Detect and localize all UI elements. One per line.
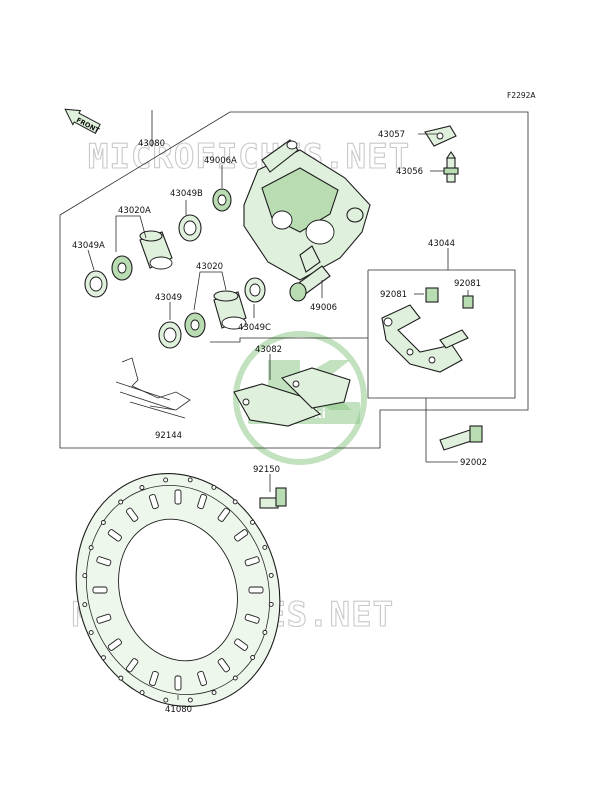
disc-slot: [197, 670, 208, 686]
label-92144: 92144: [155, 431, 182, 441]
piston-43020a: [139, 230, 173, 270]
disc-slot: [197, 494, 208, 510]
brake-disc-41080: [75, 473, 281, 707]
disc-slot: [148, 494, 159, 510]
disc-slot: [174, 675, 182, 691]
caliper-bracket-43044: [381, 304, 469, 373]
disc-slot: [217, 658, 231, 673]
seal-43049b: [178, 214, 202, 242]
label-43056: 43056: [396, 167, 423, 177]
leader-lines: [87, 110, 469, 700]
disc-slot: [92, 586, 108, 594]
disc-slots: [82, 477, 274, 703]
label-92150: 92150: [253, 465, 280, 475]
assembly-outline: [59, 111, 529, 449]
seal-43049a: [84, 270, 108, 298]
disc-hole: [163, 697, 169, 703]
disc-hole: [88, 545, 94, 551]
part-labels: 43080 49006A 43049B 43020A 43049A 43020 …: [72, 130, 487, 715]
bleeder-valve-43056: [443, 151, 459, 183]
disc-slot: [174, 489, 182, 505]
disc-slot: [125, 658, 139, 673]
pin-49006: [289, 265, 331, 302]
disc-hole: [101, 655, 106, 661]
disc-hole: [250, 655, 256, 660]
label-43020: 43020: [196, 262, 223, 272]
disc-hole: [262, 544, 268, 550]
disc-hole: [262, 629, 268, 635]
label-43044: 43044: [428, 239, 455, 249]
label-43049a: 43049A: [72, 241, 105, 251]
pad-outline: [210, 337, 368, 343]
label-92081-b: 92081: [454, 279, 481, 289]
disc-hole: [268, 601, 274, 607]
disc-slot: [248, 586, 264, 594]
disc-slot: [107, 529, 122, 542]
bolt-92150: [259, 487, 287, 509]
disc-hole: [88, 630, 94, 636]
disc-slot: [96, 556, 112, 567]
bracket-outline: [367, 269, 516, 399]
disc-hole: [118, 675, 124, 681]
label-92081-a: 92081: [380, 290, 407, 300]
label-92002: 92002: [460, 458, 487, 468]
label-43049b: 43049B: [170, 189, 203, 199]
disc-slot: [107, 638, 122, 651]
disc-slot: [148, 670, 159, 686]
disc-slot: [234, 638, 249, 651]
bleeder-cap-43057: [424, 125, 457, 147]
seal-43049: [158, 321, 182, 349]
disc-hole: [211, 484, 217, 490]
insulator-b: [184, 312, 206, 338]
disc-hole: [163, 477, 169, 483]
disc-hole: [187, 477, 193, 483]
label-43057: 43057: [378, 130, 405, 140]
caliper-body: [243, 139, 371, 281]
disc-slot: [96, 613, 112, 624]
label-43049c: 43049C: [238, 323, 271, 333]
disc-slot: [234, 529, 249, 542]
disc-hole: [250, 519, 255, 525]
insulator-a: [111, 255, 133, 281]
reference-code: F2292A: [507, 91, 536, 100]
disc-hole: [232, 499, 238, 505]
pad-spring-92081-a: [425, 287, 439, 303]
pad-spring-92081-b: [462, 295, 474, 309]
seal-43049c: [244, 277, 266, 303]
disc-hole: [211, 690, 217, 695]
label-43020a: 43020A: [118, 206, 151, 216]
bolt-92002: [439, 425, 483, 451]
brake-pads-43082: [233, 367, 351, 427]
disc-hole: [139, 485, 145, 490]
disc-slot: [125, 507, 139, 522]
disc-hole: [187, 697, 193, 703]
disc-hole: [232, 675, 238, 681]
label-43080: 43080: [138, 139, 165, 149]
disc-slot: [244, 556, 260, 567]
disc-hole: [82, 602, 88, 608]
disc-hole: [100, 520, 106, 525]
disc-slot: [217, 507, 231, 522]
piston-43020: [213, 290, 247, 330]
disc-hole: [139, 690, 145, 696]
label-43082: 43082: [255, 345, 282, 355]
label-41080: 41080: [165, 705, 192, 715]
watermark-top: MICROFICHES.NET: [88, 137, 410, 177]
disc-hole: [82, 573, 88, 579]
pad-spring-92144: [115, 357, 191, 419]
label-49006a: 49006A: [204, 156, 237, 166]
disc-slot: [244, 613, 260, 624]
label-43049: 43049: [155, 293, 182, 303]
disc-hole: [118, 499, 124, 505]
label-49006: 49006: [310, 303, 337, 313]
pin-49006a: [212, 188, 232, 212]
disc-hole: [268, 572, 274, 578]
front-arrow-icon: FRONT: [64, 108, 101, 135]
